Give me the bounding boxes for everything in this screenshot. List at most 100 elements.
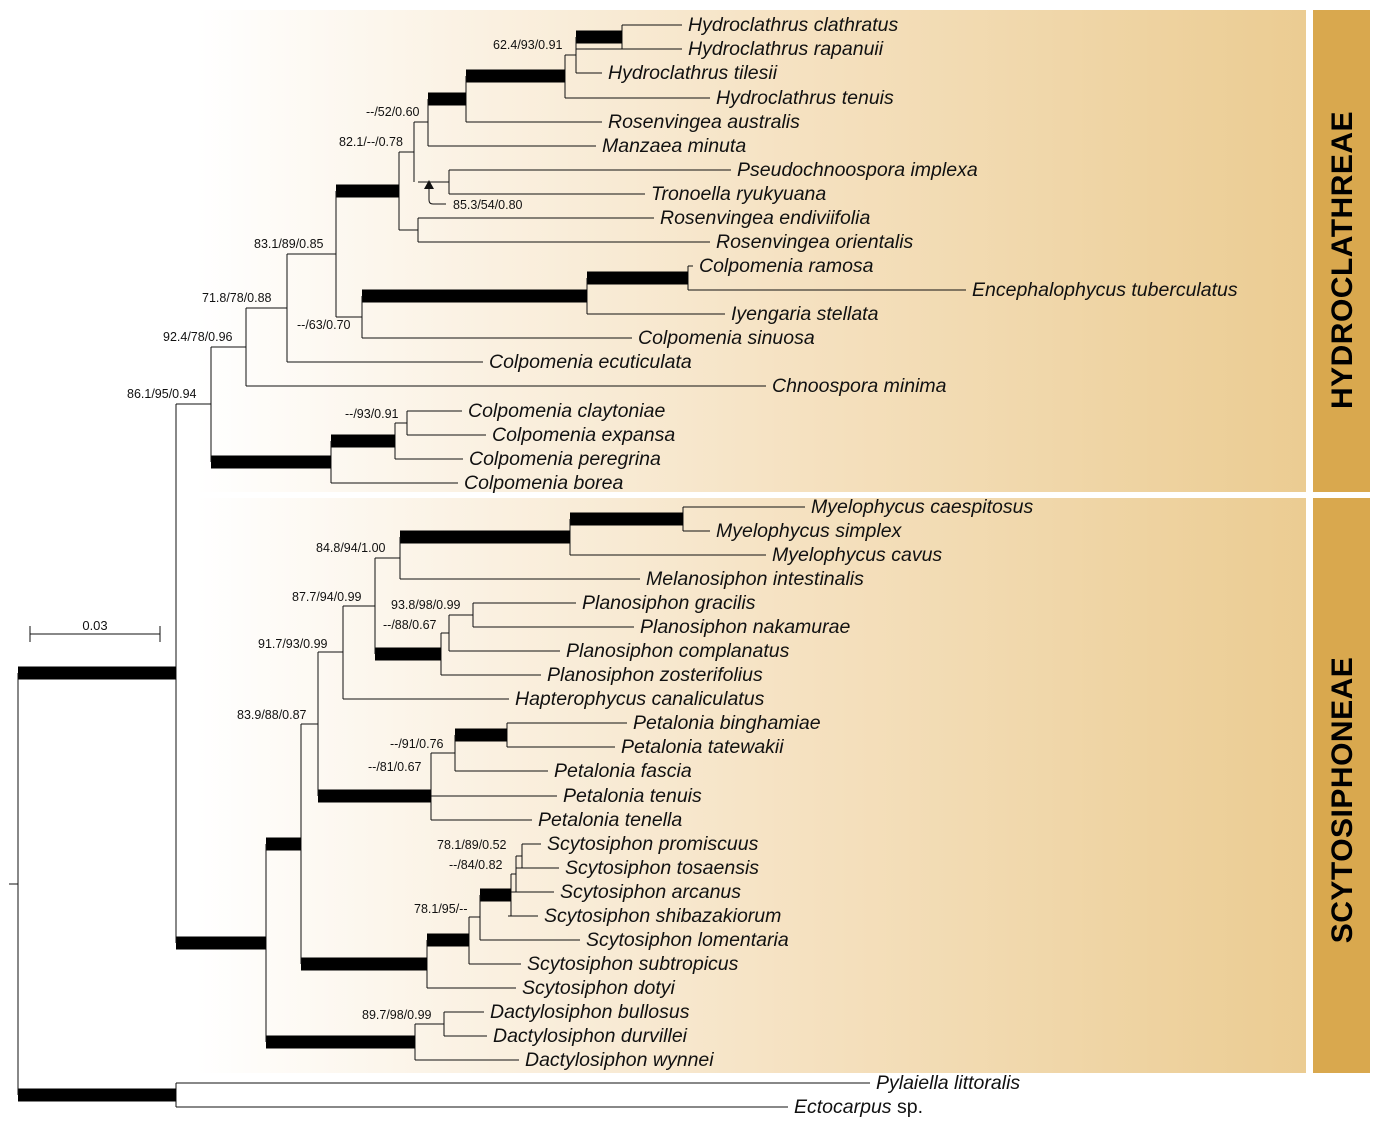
taxon-label: Petalonia tatewakii <box>621 736 784 758</box>
supported-branch <box>455 728 507 742</box>
taxon-label: Scytosiphon lomentaria <box>586 929 789 951</box>
taxon-label: Scytosiphon shibazakiorum <box>544 905 781 927</box>
taxon-label: Scytosiphon subtropicus <box>527 953 739 975</box>
annotation-arrowhead <box>424 180 434 189</box>
supported-branch <box>570 512 683 526</box>
taxon-label: Hydroclathrus rapanuii <box>688 38 884 60</box>
taxon-label: Scytosiphon dotyi <box>522 977 676 999</box>
taxon-label: Hapterophycus canaliculatus <box>515 688 765 710</box>
support-value: 78.1/89/0.52 <box>437 838 507 852</box>
support-value: 83.1/89/0.85 <box>254 237 324 251</box>
support-value: 83.9/88/0.87 <box>237 708 307 722</box>
supported-branch <box>301 957 427 971</box>
taxon-label: Hydroclathrus tenuis <box>716 87 894 109</box>
taxon-label: Colpomenia expansa <box>492 424 675 446</box>
taxon-label: Colpomenia claytoniae <box>468 400 665 422</box>
supported-branch <box>176 936 266 950</box>
hydroclathreae-label: HYDROCLATHREAE <box>1326 111 1359 409</box>
support-value: --/52/0.60 <box>366 105 420 119</box>
taxon-label: Scytosiphon arcanus <box>560 881 741 903</box>
taxon-label: Rosenvingea orientalis <box>716 231 914 253</box>
support-value: 91.7/93/0.99 <box>258 637 328 651</box>
taxon-label: Hydroclathrus tilesii <box>608 62 778 84</box>
support-value: 62.4/93/0.91 <box>493 38 563 52</box>
hydroclathreae-bar <box>1313 10 1370 492</box>
scytosiphoneae-clade-background <box>196 498 1306 1073</box>
taxon-label: Planosiphon zosterifolius <box>547 664 763 686</box>
support-value: 87.7/94/0.99 <box>292 590 362 604</box>
taxon-label: Colpomenia ramosa <box>699 255 874 277</box>
taxon-label: Ectocarpus sp. <box>794 1096 923 1118</box>
taxon-label: Dactylosiphon durvillei <box>493 1025 688 1047</box>
annotation-arrow <box>428 185 446 205</box>
taxon-label: Hydroclathrus clathratus <box>688 14 899 36</box>
support-value: 93.8/98/0.99 <box>391 598 461 612</box>
taxon-label: Petalonia tenella <box>538 809 682 831</box>
support-value: 85.3/54/0.80 <box>453 198 523 212</box>
taxon-label: Rosenvingea endiviifolia <box>660 207 870 229</box>
taxon-label: Dactylosiphon wynnei <box>525 1049 714 1071</box>
support-value: 82.1/--/0.78 <box>339 135 403 149</box>
taxon-label: Petalonia fascia <box>554 760 692 782</box>
taxon-label: Pylaiella littoralis <box>876 1072 1020 1094</box>
support-value: --/84/0.82 <box>449 858 503 872</box>
taxon-label: Chnoospora minima <box>772 375 947 397</box>
support-value: 89.7/98/0.99 <box>362 1008 432 1022</box>
supported-branch <box>466 69 565 83</box>
support-values: 62.4/93/0.91 --/52/0.60 82.1/--/0.78 85.3/5… <box>127 38 563 1022</box>
support-value: 71.8/78/0.88 <box>202 291 272 305</box>
taxon-label: Planosiphon gracilis <box>582 592 756 614</box>
taxon-label: Myelophycus cavus <box>772 544 942 566</box>
taxon-label: Tronoella ryukyuana <box>651 183 826 205</box>
scale-bar: 0.03 <box>29 618 161 642</box>
taxon-label: Myelophycus caespitosus <box>811 496 1033 518</box>
taxon-label: Petalonia binghamiae <box>633 712 821 734</box>
support-value: 84.8/94/1.00 <box>316 541 386 555</box>
supported-branch <box>428 92 466 106</box>
taxon-label: Planosiphon nakamurae <box>640 616 850 638</box>
taxon-label: Melanosiphon intestinalis <box>646 568 864 590</box>
taxon-label: Rosenvingea australis <box>608 111 800 133</box>
taxon-label: Scytosiphon tosaensis <box>565 857 759 879</box>
taxon-label: Manzaea minuta <box>602 135 746 157</box>
support-value: 92.4/78/0.96 <box>163 330 233 344</box>
scytosiphoneae-label: SCYTOSIPHONEAE <box>1326 657 1359 944</box>
taxon-label: Colpomenia sinuosa <box>638 327 815 349</box>
scytosiphoneae-bar <box>1313 498 1370 1073</box>
support-value: 86.1/95/0.94 <box>127 387 197 401</box>
supported-branch <box>587 271 688 285</box>
support-value: --/91/0.76 <box>390 737 444 751</box>
supported-branch <box>18 1088 176 1102</box>
taxon-label: Pseudochnoospora implexa <box>737 159 978 181</box>
tree-branches <box>9 24 966 1108</box>
taxon-label: Planosiphon complanatus <box>566 640 790 662</box>
taxon-label: Colpomenia ecuticulata <box>489 351 692 373</box>
support-value: --/88/0.67 <box>383 618 437 632</box>
support-value: --/93/0.91 <box>345 407 399 421</box>
taxon-label: Colpomenia borea <box>464 472 624 494</box>
supported-branch <box>318 789 431 803</box>
taxon-label: Encephalophycus tuberculatus <box>972 279 1238 301</box>
supported-branch <box>375 647 441 661</box>
supported-branch <box>331 434 395 448</box>
supported-branch <box>266 1035 415 1049</box>
supported-branch <box>336 184 399 198</box>
supported-branch <box>18 666 176 680</box>
hydroclathreae-clade-background <box>196 10 1306 492</box>
supported-branch <box>427 933 469 947</box>
supported-branch <box>362 289 587 303</box>
support-value: 78.1/95/-- <box>414 902 468 916</box>
support-value: --/81/0.67 <box>368 760 422 774</box>
supported-branch <box>576 30 622 44</box>
taxon-label: Scytosiphon promiscuus <box>547 833 759 855</box>
support-value: --/63/0.70 <box>297 318 351 332</box>
taxon-label: Myelophycus simplex <box>716 520 903 542</box>
supported-branch <box>480 888 511 902</box>
taxon-label: Dactylosiphon bullosus <box>490 1001 690 1023</box>
supported-branch <box>400 530 570 544</box>
taxon-label: Iyengaria stellata <box>731 303 879 325</box>
supported-branch <box>211 455 331 469</box>
taxon-label: Petalonia tenuis <box>563 785 702 807</box>
scale-bar-label: 0.03 <box>82 618 107 633</box>
